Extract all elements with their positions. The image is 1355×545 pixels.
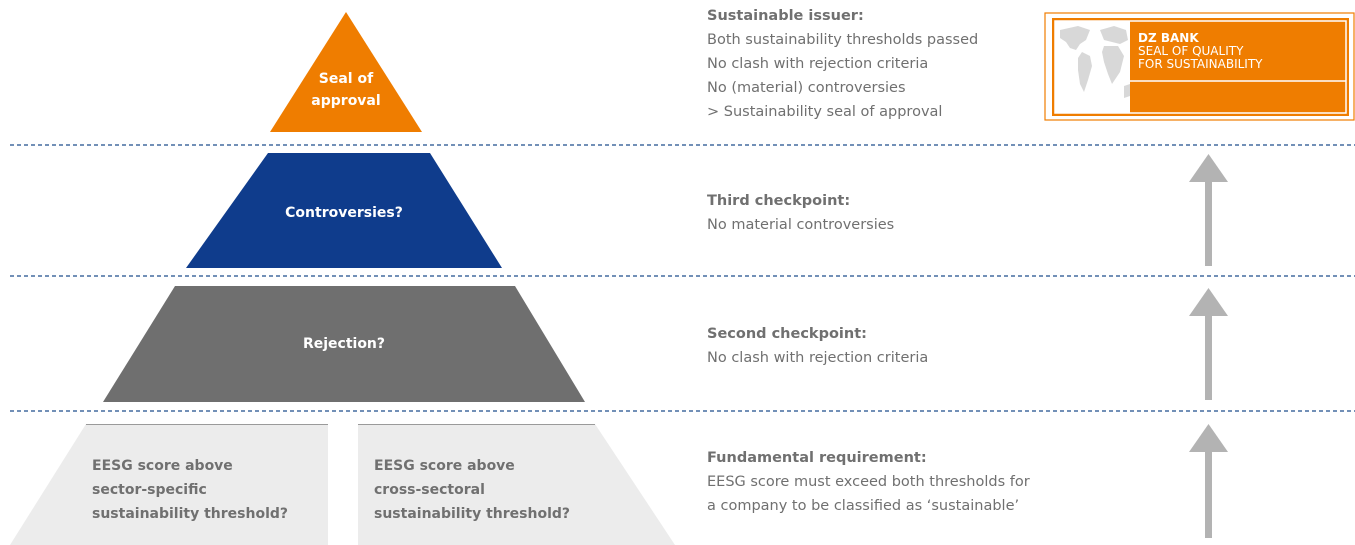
cross-sectoral-threshold-label: EESG score above cross-sectoral sustaina… (374, 454, 570, 526)
world-map-icon (1060, 26, 1130, 98)
base-right-line: sustainability threshold? (374, 506, 571, 522)
description-title: Third checkpoint: (707, 193, 851, 209)
up-arrow-icon (1189, 288, 1228, 400)
up-arrow-icon (1189, 154, 1228, 266)
base-right-block (358, 424, 675, 545)
base-left-block (10, 424, 328, 545)
description-line: No clash with rejection criteria (707, 56, 929, 72)
rejection-label: Rejection? (302, 336, 386, 352)
description-title: Second checkpoint: (707, 326, 867, 342)
base-left-line: sector-specific (92, 482, 207, 498)
dz-bank-seal-logo (1044, 12, 1355, 121)
up-arrow-icon (1189, 424, 1228, 538)
rejection-trapezoid (103, 286, 585, 402)
base-left-line: sustainability threshold? (92, 506, 289, 522)
controversies-label: Controversies? (285, 205, 403, 221)
base-right-line: EESG score above (374, 458, 515, 474)
description-line: Both sustainability thresholds passed (707, 32, 979, 48)
badge-line: FOR SUSTAINABILITY (1138, 57, 1263, 71)
second-checkpoint-description: Second checkpoint: No clash with rejecti… (707, 322, 928, 370)
sector-specific-threshold-label: EESG score above sector-specific sustain… (92, 454, 288, 526)
dz-bank-seal-text: DZ BANK SEAL OF QUALITY FOR SUSTAINABILI… (1138, 32, 1263, 71)
base-left-line: EESG score above (92, 458, 233, 474)
badge-line: SEAL OF QUALITY (1138, 44, 1244, 58)
description-line: No material controversies (707, 217, 895, 233)
seal-label-line: Seal of (318, 71, 374, 87)
description-title: Fundamental requirement: (707, 450, 927, 466)
description-line: > Sustainability seal of approval (707, 104, 943, 120)
seal-of-approval-label: Seal of approval (290, 68, 402, 112)
fundamental-requirement-description: Fundamental requirement: EESG score must… (707, 446, 1030, 518)
seal-of-approval-triangle (270, 12, 422, 132)
badge-bank-name: DZ BANK (1138, 31, 1199, 45)
seal-label-line: approval (311, 93, 381, 109)
base-right-line: cross-sectoral (374, 482, 485, 498)
controversies-trapezoid (186, 153, 502, 268)
description-line: No (material) controversies (707, 80, 906, 96)
description-line: No clash with rejection criteria (707, 350, 929, 366)
description-line: a company to be classified as ‘sustainab… (707, 498, 1020, 514)
description-title: Sustainable issuer: (707, 8, 864, 24)
third-checkpoint-description: Third checkpoint: No material controvers… (707, 189, 894, 237)
sustainable-issuer-description: Sustainable issuer: Both sustainability … (707, 4, 978, 124)
description-line: EESG score must exceed both thresholds f… (707, 474, 1030, 490)
